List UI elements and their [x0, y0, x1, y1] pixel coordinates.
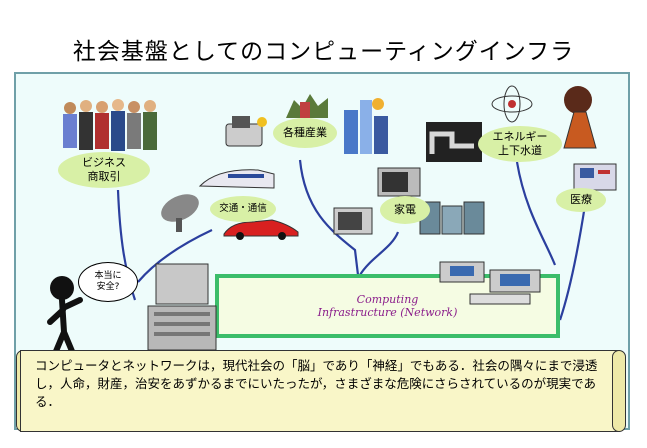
- worried-person-icon: [47, 276, 83, 359]
- infrastructure-line-1: Computing: [356, 293, 419, 306]
- sector-business-label-1: ビジネス: [82, 156, 126, 169]
- sports-car-icon: [223, 219, 299, 240]
- sector-appliances: 家電: [380, 196, 430, 224]
- atom-icon: [491, 85, 533, 123]
- factory-icon: [286, 94, 328, 118]
- machine-icon: [225, 116, 267, 147]
- buildings-icon: [344, 98, 388, 154]
- scroll-right-roll: [612, 350, 626, 432]
- connector-medical: [558, 204, 587, 321]
- microwave-icon: [377, 167, 421, 197]
- sector-transport: 交通・通信: [210, 196, 276, 222]
- thought-bubble: 本当に 安全?: [78, 262, 138, 302]
- workstations-icon: [439, 261, 541, 305]
- connector-transport: [137, 229, 213, 283]
- sector-medical: 医療: [556, 188, 606, 212]
- thought-bubble-line-2: 安全?: [96, 282, 120, 292]
- satellite-dish-icon: [161, 194, 199, 232]
- sector-industry-label: 各種産業: [283, 126, 327, 139]
- bullet-train-icon: [198, 169, 275, 189]
- caption-scroll: コンピュータとネットワークは，現代社会の「脳」であり「神経」でもある．社会の隅々…: [20, 350, 620, 432]
- television-icon: [333, 207, 373, 235]
- sector-business: ビジネス 商取引: [58, 152, 150, 188]
- sector-energy: エネルギー 上下水道: [478, 126, 562, 162]
- business-people-icon: [63, 99, 157, 151]
- audio-system-icon: [419, 201, 485, 235]
- sector-medical-label: 医療: [570, 193, 592, 206]
- medical-equipment-icon: [573, 163, 617, 191]
- oil-rig-icon: [563, 86, 597, 149]
- page-title: 社会基盤としてのコンピューティングインフラ: [72, 39, 575, 65]
- sector-appliances-label: 家電: [394, 203, 416, 216]
- connector-industry: [298, 159, 360, 276]
- server-rack-icon: [147, 263, 217, 351]
- sector-industry: 各種産業: [273, 118, 337, 148]
- sector-energy-label-1: エネルギー: [492, 130, 548, 143]
- water-pipes-icon: [426, 122, 482, 162]
- caption-text: コンピュータとネットワークは，現代社会の「脳」であり「神経」でもある．社会の隅々…: [35, 358, 598, 409]
- sector-transport-label: 交通・通信: [219, 203, 267, 214]
- infrastructure-line-2: Infrastructure (Network): [317, 306, 458, 319]
- connector-energy: [515, 161, 557, 266]
- sector-energy-label-2: 上下水道: [498, 144, 542, 157]
- sector-business-label-2: 商取引: [87, 170, 121, 183]
- thought-bubble-line-1: 本当に: [94, 271, 122, 281]
- connector-appliances: [359, 231, 400, 276]
